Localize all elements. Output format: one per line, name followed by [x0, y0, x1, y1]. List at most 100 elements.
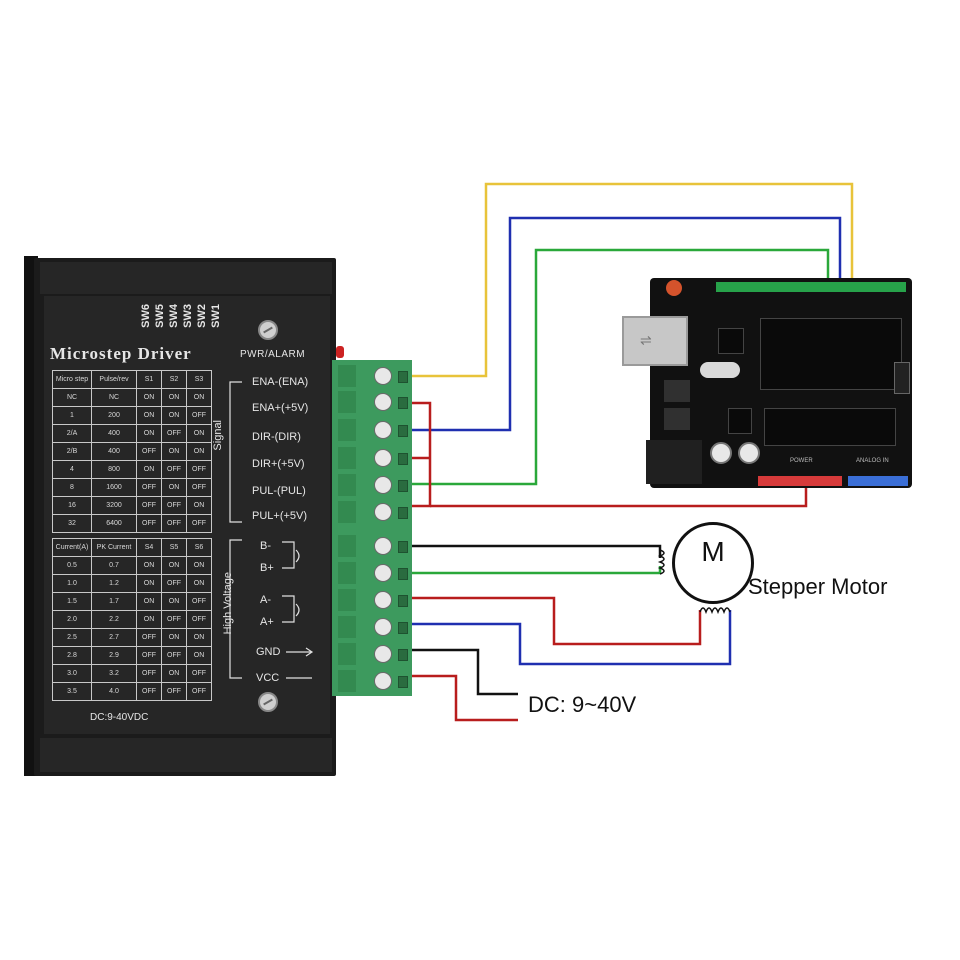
driver-heatsink-bottom [40, 738, 332, 772]
table-cell: 0.5 [52, 556, 92, 575]
capacitor-icon [710, 442, 732, 464]
table-cell: ON [161, 442, 187, 461]
table-cell: 4.0 [91, 682, 137, 701]
terminal-label: ENA-(ENA) [252, 376, 309, 388]
table-cell: 8 [52, 478, 92, 497]
wire-b-minus [412, 544, 662, 558]
table-cell: 1.0 [52, 574, 92, 593]
regulator-icon [664, 408, 690, 430]
switch-label: SW3 [182, 304, 194, 328]
terminal-block [332, 360, 412, 696]
table-cell: Pulse/rev [91, 370, 137, 389]
table-cell: OFF [161, 646, 187, 665]
table-cell: 2/A [52, 424, 92, 443]
table-cell: 2.5 [52, 628, 92, 647]
switch-label: SW6 [140, 304, 152, 328]
driver-title: Microstep Driver [50, 344, 192, 363]
table-cell: ON [186, 556, 212, 575]
table-header-row: Current(A) PK Current S4 S5 S6 [52, 538, 212, 557]
table-cell: S4 [136, 538, 162, 557]
table-cell: OFF [186, 664, 212, 683]
display-chip [760, 318, 902, 390]
table-cell: 1600 [91, 478, 137, 497]
wire-pul [412, 248, 830, 486]
switch-label: SW4 [168, 304, 180, 328]
wire-dir [412, 216, 842, 432]
table-cell: ON [161, 664, 187, 683]
table-cell: 3200 [91, 496, 137, 515]
terminal-rib [338, 447, 356, 469]
table-cell: 2/B [52, 442, 92, 461]
table-cell: ON [186, 574, 212, 593]
terminal-rib [338, 501, 356, 523]
switch-label: SW2 [196, 304, 208, 328]
dc-note: DC:9-40VDC [90, 712, 149, 723]
regulator-icon [664, 380, 690, 402]
analog-header [848, 476, 908, 486]
terminal-rib [338, 391, 356, 413]
terminal-screw-icon [374, 503, 392, 521]
terminal-label: PUL+(+5V) [252, 510, 308, 522]
terminal-label: DIR-(DIR) [252, 431, 301, 443]
terminal-label: B+ [260, 562, 274, 574]
table-cell: ON [186, 388, 212, 407]
table-cell: 2.9 [91, 646, 137, 665]
table-cell: 2.8 [52, 646, 92, 665]
table-cell: OFF [136, 496, 162, 515]
table-cell: S5 [161, 538, 187, 557]
usb-port-icon [622, 316, 688, 366]
table-cell: OFF [186, 682, 212, 701]
pwr-alarm-label: PWR/ALARM [240, 349, 306, 360]
capacitor-icon [738, 442, 760, 464]
table-cell: ON [136, 460, 162, 479]
terminal-hole [398, 541, 408, 553]
table-cell: 400 [91, 424, 137, 443]
wire-5v-supply [430, 486, 808, 508]
terminal-hole [398, 453, 408, 465]
terminal-rib [338, 474, 356, 496]
table-cell: S2 [161, 370, 187, 389]
table-cell: ON [186, 442, 212, 461]
table-cell: S6 [186, 538, 212, 557]
terminal-screw-icon [374, 645, 392, 663]
microcontroller-chip [764, 408, 896, 446]
table-cell: ON [161, 406, 187, 425]
table-cell: ON [136, 574, 162, 593]
table-cell: OFF [136, 514, 162, 533]
table-cell: 6400 [91, 514, 137, 533]
table-cell: OFF [186, 514, 212, 533]
stepper-motor-icon [672, 522, 754, 604]
table-cell: OFF [161, 610, 187, 629]
table-cell: ON [161, 556, 187, 575]
terminal-rib [338, 670, 356, 692]
table-cell: 200 [91, 406, 137, 425]
terminal-label: VCC [256, 672, 280, 684]
terminal-screw-icon [374, 476, 392, 494]
table-cell: OFF [161, 682, 187, 701]
table-cell: ON [186, 424, 212, 443]
digital-header [716, 282, 906, 292]
reset-button-icon [666, 280, 682, 296]
table-cell: 3.2 [91, 664, 137, 683]
table-cell: 800 [91, 460, 137, 479]
table-cell: 400 [91, 442, 137, 461]
table-cell: ON [136, 424, 162, 443]
table-cell: 3.0 [52, 664, 92, 683]
table-cell: OFF [161, 514, 187, 533]
table-cell: ON [186, 646, 212, 665]
terminal-screw-icon [374, 393, 392, 411]
table-cell: NC [52, 388, 92, 407]
table-cell: 2.2 [91, 610, 137, 629]
table-cell: OFF [186, 610, 212, 629]
terminal-screw-icon [374, 672, 392, 690]
